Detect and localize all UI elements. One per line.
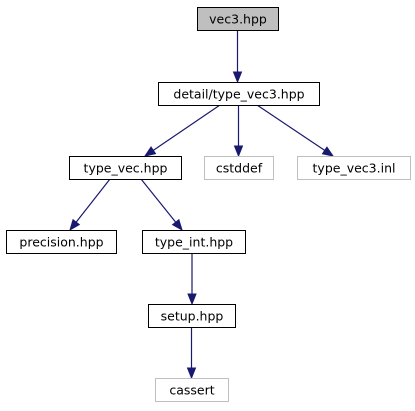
node-type-vec-hpp[interactable]: type_vec.hpp: [69, 156, 182, 180]
node-label: type_vec3.inl: [313, 161, 396, 176]
edge-arrowhead: [232, 71, 243, 84]
edge-detail_type_vec3_hpp-to-type_vec_hpp: [143, 104, 221, 157]
node-box: [197, 7, 279, 31]
edge-line: [256, 104, 326, 151]
edge-arrowhead: [69, 218, 81, 232]
node-label: cstddef: [216, 161, 263, 176]
edge-detail_type_vec3_hpp-to-type_vec3_inl: [256, 104, 335, 157]
edge-type_vec_hpp-to-precision_hpp: [69, 178, 111, 232]
node-label: type_int.hpp: [155, 235, 233, 250]
edge-type_vec_hpp-to-type_int_hpp: [140, 178, 183, 232]
node-box: [142, 230, 246, 254]
edge-arrowhead: [186, 367, 197, 380]
node-type-int-hpp[interactable]: type_int.hpp: [142, 230, 246, 254]
node-box: [69, 156, 182, 180]
node-vec3-hpp[interactable]: vec3.hpp: [197, 7, 279, 31]
edge-type_int_hpp-to-setup_hpp: [187, 253, 197, 306]
edge-arrowhead: [187, 293, 197, 306]
node-box: [6, 230, 117, 254]
node-box: [204, 156, 274, 180]
node-label: precision.hpp: [19, 235, 103, 250]
node-type-vec3-inl: type_vec3.inl: [297, 156, 411, 180]
edge-arrowhead: [143, 146, 157, 157]
edges-layer: [69, 30, 335, 380]
node-box: [297, 156, 411, 180]
node-label: setup.hpp: [161, 309, 224, 324]
node-precision-hpp[interactable]: precision.hpp: [6, 230, 117, 254]
node-label: cassert: [169, 383, 214, 398]
edge-arrowhead: [233, 145, 244, 158]
node-box: [148, 304, 236, 328]
edge-arrowhead: [171, 218, 183, 232]
edge-vec3_hpp-to-detail_type_vec3_hpp: [232, 30, 243, 84]
edge-arrowhead: [321, 146, 335, 157]
edge-line: [152, 104, 221, 151]
node-cassert: cassert: [155, 378, 229, 402]
node-label: detail/type_vec3.hpp: [173, 87, 304, 102]
edge-detail_type_vec3_hpp-to-cstddef: [233, 105, 244, 158]
edge-setup_hpp-to-cassert: [186, 327, 197, 380]
node-label: vec3.hpp: [209, 12, 267, 27]
node-cstddef: cstddef: [204, 156, 274, 180]
node-box: [155, 378, 229, 402]
nodes-layer: vec3.hpp detail/type_vec3.hpp type_vec.hpp…: [6, 7, 411, 402]
node-detail-type-vec3-hpp[interactable]: detail/type_vec3.hpp: [158, 82, 320, 106]
node-box: [158, 82, 320, 106]
edge-line: [75, 178, 111, 223]
node-label: type_vec.hpp: [84, 161, 168, 176]
edge-line: [140, 178, 177, 223]
node-setup-hpp[interactable]: setup.hpp: [148, 304, 236, 328]
